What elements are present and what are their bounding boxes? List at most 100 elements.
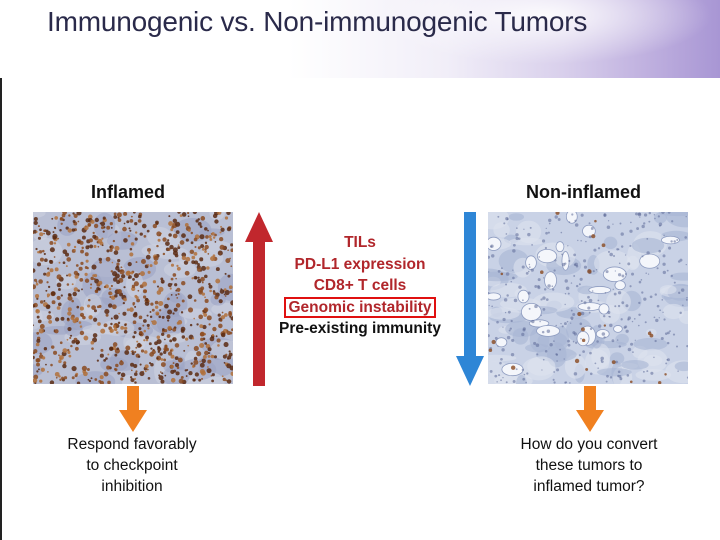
tissue-cell — [631, 237, 665, 254]
nucleus — [563, 322, 567, 326]
stained-cell — [581, 327, 585, 332]
stained-cell — [148, 251, 151, 254]
nucleus — [545, 227, 547, 230]
stained-cell — [180, 311, 184, 314]
nucleus — [527, 232, 531, 237]
stained-cell — [148, 362, 152, 365]
stained-cell — [109, 296, 112, 299]
nucleus — [646, 238, 649, 240]
stained-cell — [36, 331, 40, 335]
feature-cd8-t-cells: CD8+ T cells — [313, 277, 407, 294]
stained-cell — [574, 358, 580, 364]
stained-cell — [87, 214, 93, 220]
stained-cell — [105, 313, 109, 317]
stained-cell — [165, 241, 170, 246]
stained-cell — [79, 312, 85, 317]
stained-cell — [41, 249, 45, 253]
nucleus — [607, 220, 610, 222]
stained-cell — [120, 377, 124, 381]
stained-cell — [114, 273, 120, 279]
nucleus — [499, 361, 502, 365]
nucleus — [634, 339, 636, 341]
stained-cell — [190, 362, 193, 365]
stained-cell — [123, 297, 127, 302]
tumor-features-list: TILs PD-L1 expression CD8+ T cells Genom… — [262, 232, 458, 339]
stained-cell — [207, 347, 212, 352]
stained-cell — [36, 362, 40, 367]
stained-cell — [156, 335, 161, 340]
stained-cell — [225, 379, 228, 382]
stained-cell — [68, 214, 71, 217]
nucleus — [631, 320, 634, 323]
stained-cell — [135, 261, 138, 264]
stained-cell — [47, 285, 51, 289]
stained-cell — [37, 319, 42, 324]
stained-cell — [168, 259, 172, 263]
nucleus — [602, 314, 606, 318]
stained-cell — [46, 293, 51, 297]
stained-cell — [172, 337, 177, 342]
stained-cell — [35, 282, 39, 286]
stained-cell — [73, 270, 79, 276]
nucleus — [607, 250, 611, 253]
stained-cell — [167, 325, 172, 331]
nucleus — [506, 335, 511, 340]
nucleus — [573, 372, 578, 376]
stained-cell — [193, 356, 198, 361]
stained-cell — [103, 323, 108, 328]
stained-cell — [170, 364, 174, 369]
nucleus — [528, 307, 531, 310]
stained-cell — [147, 377, 151, 380]
stained-cell — [43, 229, 46, 232]
nucleus — [567, 343, 571, 347]
stained-cell — [55, 376, 58, 379]
stained-cell — [62, 363, 67, 369]
stained-cell — [172, 312, 175, 315]
stained-cell — [103, 358, 107, 362]
nucleus — [655, 318, 659, 323]
stained-cell — [101, 237, 104, 240]
nucleus — [583, 259, 587, 263]
nucleus — [597, 299, 600, 302]
stained-cell — [74, 274, 79, 279]
stained-cell — [217, 344, 220, 347]
stained-cell — [203, 355, 207, 359]
stained-cell — [156, 339, 162, 345]
stained-cell — [36, 297, 39, 300]
nucleus — [502, 326, 504, 328]
stained-cell — [200, 276, 205, 282]
stained-cell — [223, 361, 226, 364]
stained-cell — [125, 345, 131, 351]
nucleus — [665, 362, 668, 365]
stained-cell — [219, 252, 222, 255]
gland-lumen — [521, 302, 542, 322]
nucleus — [621, 301, 625, 305]
inflamed-tissue-svg — [33, 212, 233, 384]
nucleus — [604, 291, 607, 294]
nucleus — [557, 218, 561, 221]
stained-cell — [104, 308, 110, 315]
stained-cell — [65, 252, 70, 257]
nucleus — [542, 296, 546, 300]
stained-cell — [131, 351, 135, 356]
stained-cell — [119, 360, 124, 366]
nucleus — [567, 339, 570, 343]
nucleus — [670, 240, 673, 243]
nucleus — [587, 306, 591, 310]
stained-cell — [132, 320, 137, 325]
stained-cell — [56, 306, 61, 310]
stained-cell — [135, 296, 139, 300]
nucleus — [525, 272, 529, 275]
stained-cell — [129, 247, 133, 251]
stained-cell — [194, 245, 197, 248]
stained-cell — [70, 344, 73, 348]
tissue-cell — [211, 302, 233, 316]
stained-cell — [156, 244, 159, 248]
stained-cell — [230, 248, 233, 253]
stained-cell — [54, 216, 58, 220]
nucleus — [588, 222, 591, 225]
stained-cell — [43, 300, 46, 303]
stained-cell — [157, 350, 161, 354]
nucleus — [621, 274, 625, 278]
stained-cell — [56, 295, 61, 300]
